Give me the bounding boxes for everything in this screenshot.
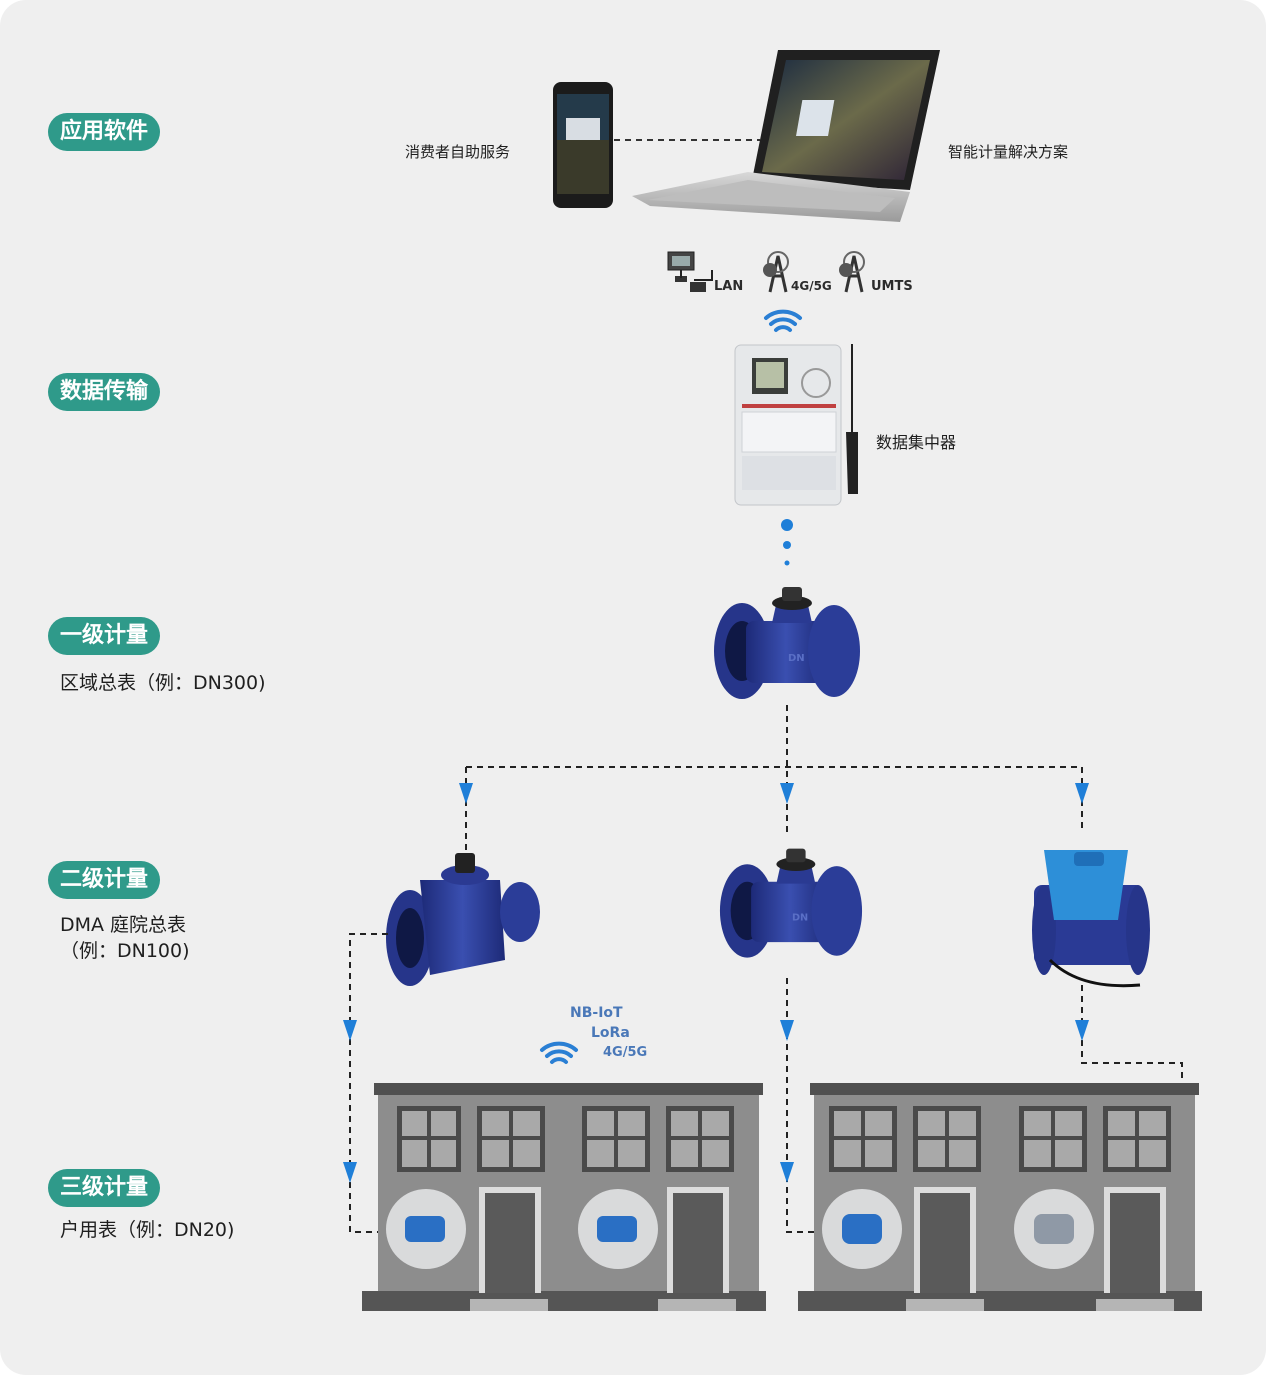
wifi-icon <box>540 1041 578 1064</box>
tech-label: 4G/5G <box>603 1045 648 1060</box>
arrow-down <box>1075 783 1089 804</box>
wifi-icon <box>764 309 802 332</box>
level-badge-level1: 一级计量 <box>48 617 161 655</box>
arrow-down <box>343 1162 357 1183</box>
lan-label: LAN <box>714 279 744 294</box>
level-badge-level3: 三级计量 <box>48 1169 161 1207</box>
arrows <box>343 1020 1089 1183</box>
tower-icon <box>839 251 865 293</box>
arrow-down <box>1075 1020 1089 1041</box>
laptop-icon <box>632 50 940 222</box>
dn300-water-meter <box>714 587 860 699</box>
phone-label: 消费者自助服务 <box>405 143 511 161</box>
concentrator-label: 数据集中器 <box>876 433 957 452</box>
distribution-lines <box>465 705 1083 856</box>
household-meter-icon <box>405 1216 445 1242</box>
smartphone-icon <box>553 82 613 208</box>
data-concentrator-icon <box>734 344 858 506</box>
cellular-label: 4G/5G <box>791 279 832 293</box>
tower-icon <box>763 251 789 293</box>
household-meter-icon <box>597 1216 637 1242</box>
dn100-ultrasonic-meter <box>1032 850 1150 988</box>
household-meter-icon <box>842 1214 882 1244</box>
building-left <box>362 1083 766 1311</box>
level3-description: 户用表（例：DN20) <box>60 1219 235 1241</box>
arrow-down <box>780 783 794 804</box>
dn100-woltman-meter <box>719 848 863 958</box>
arrow-down <box>459 783 473 804</box>
lan-icon <box>667 251 713 292</box>
tech-label: NB-IoT <box>570 1005 623 1021</box>
level2-description-line2: （例：DN100) <box>60 940 190 962</box>
dn100-rotary-meter <box>386 853 540 986</box>
household-meter-icon <box>1034 1214 1074 1244</box>
umts-label: UMTS <box>871 279 913 294</box>
arrows <box>459 783 1089 804</box>
connection-dots <box>781 519 793 566</box>
arrow-down <box>780 1162 794 1183</box>
level-badge-app-software: 应用软件 <box>48 113 161 151</box>
arrow-down <box>780 1020 794 1041</box>
laptop-label: 智能计量解决方案 <box>948 143 1069 161</box>
building-right <box>798 1083 1202 1311</box>
tech-label: LoRa <box>591 1025 630 1041</box>
arrow-down <box>343 1020 357 1041</box>
level1-description: 区域总表（例：DN300) <box>60 672 266 694</box>
level-badge-data-transfer: 数据传输 <box>48 373 161 411</box>
level2-description-line1: DMA 庭院总表 <box>60 914 187 936</box>
level-badge-level2: 二级计量 <box>48 861 161 899</box>
